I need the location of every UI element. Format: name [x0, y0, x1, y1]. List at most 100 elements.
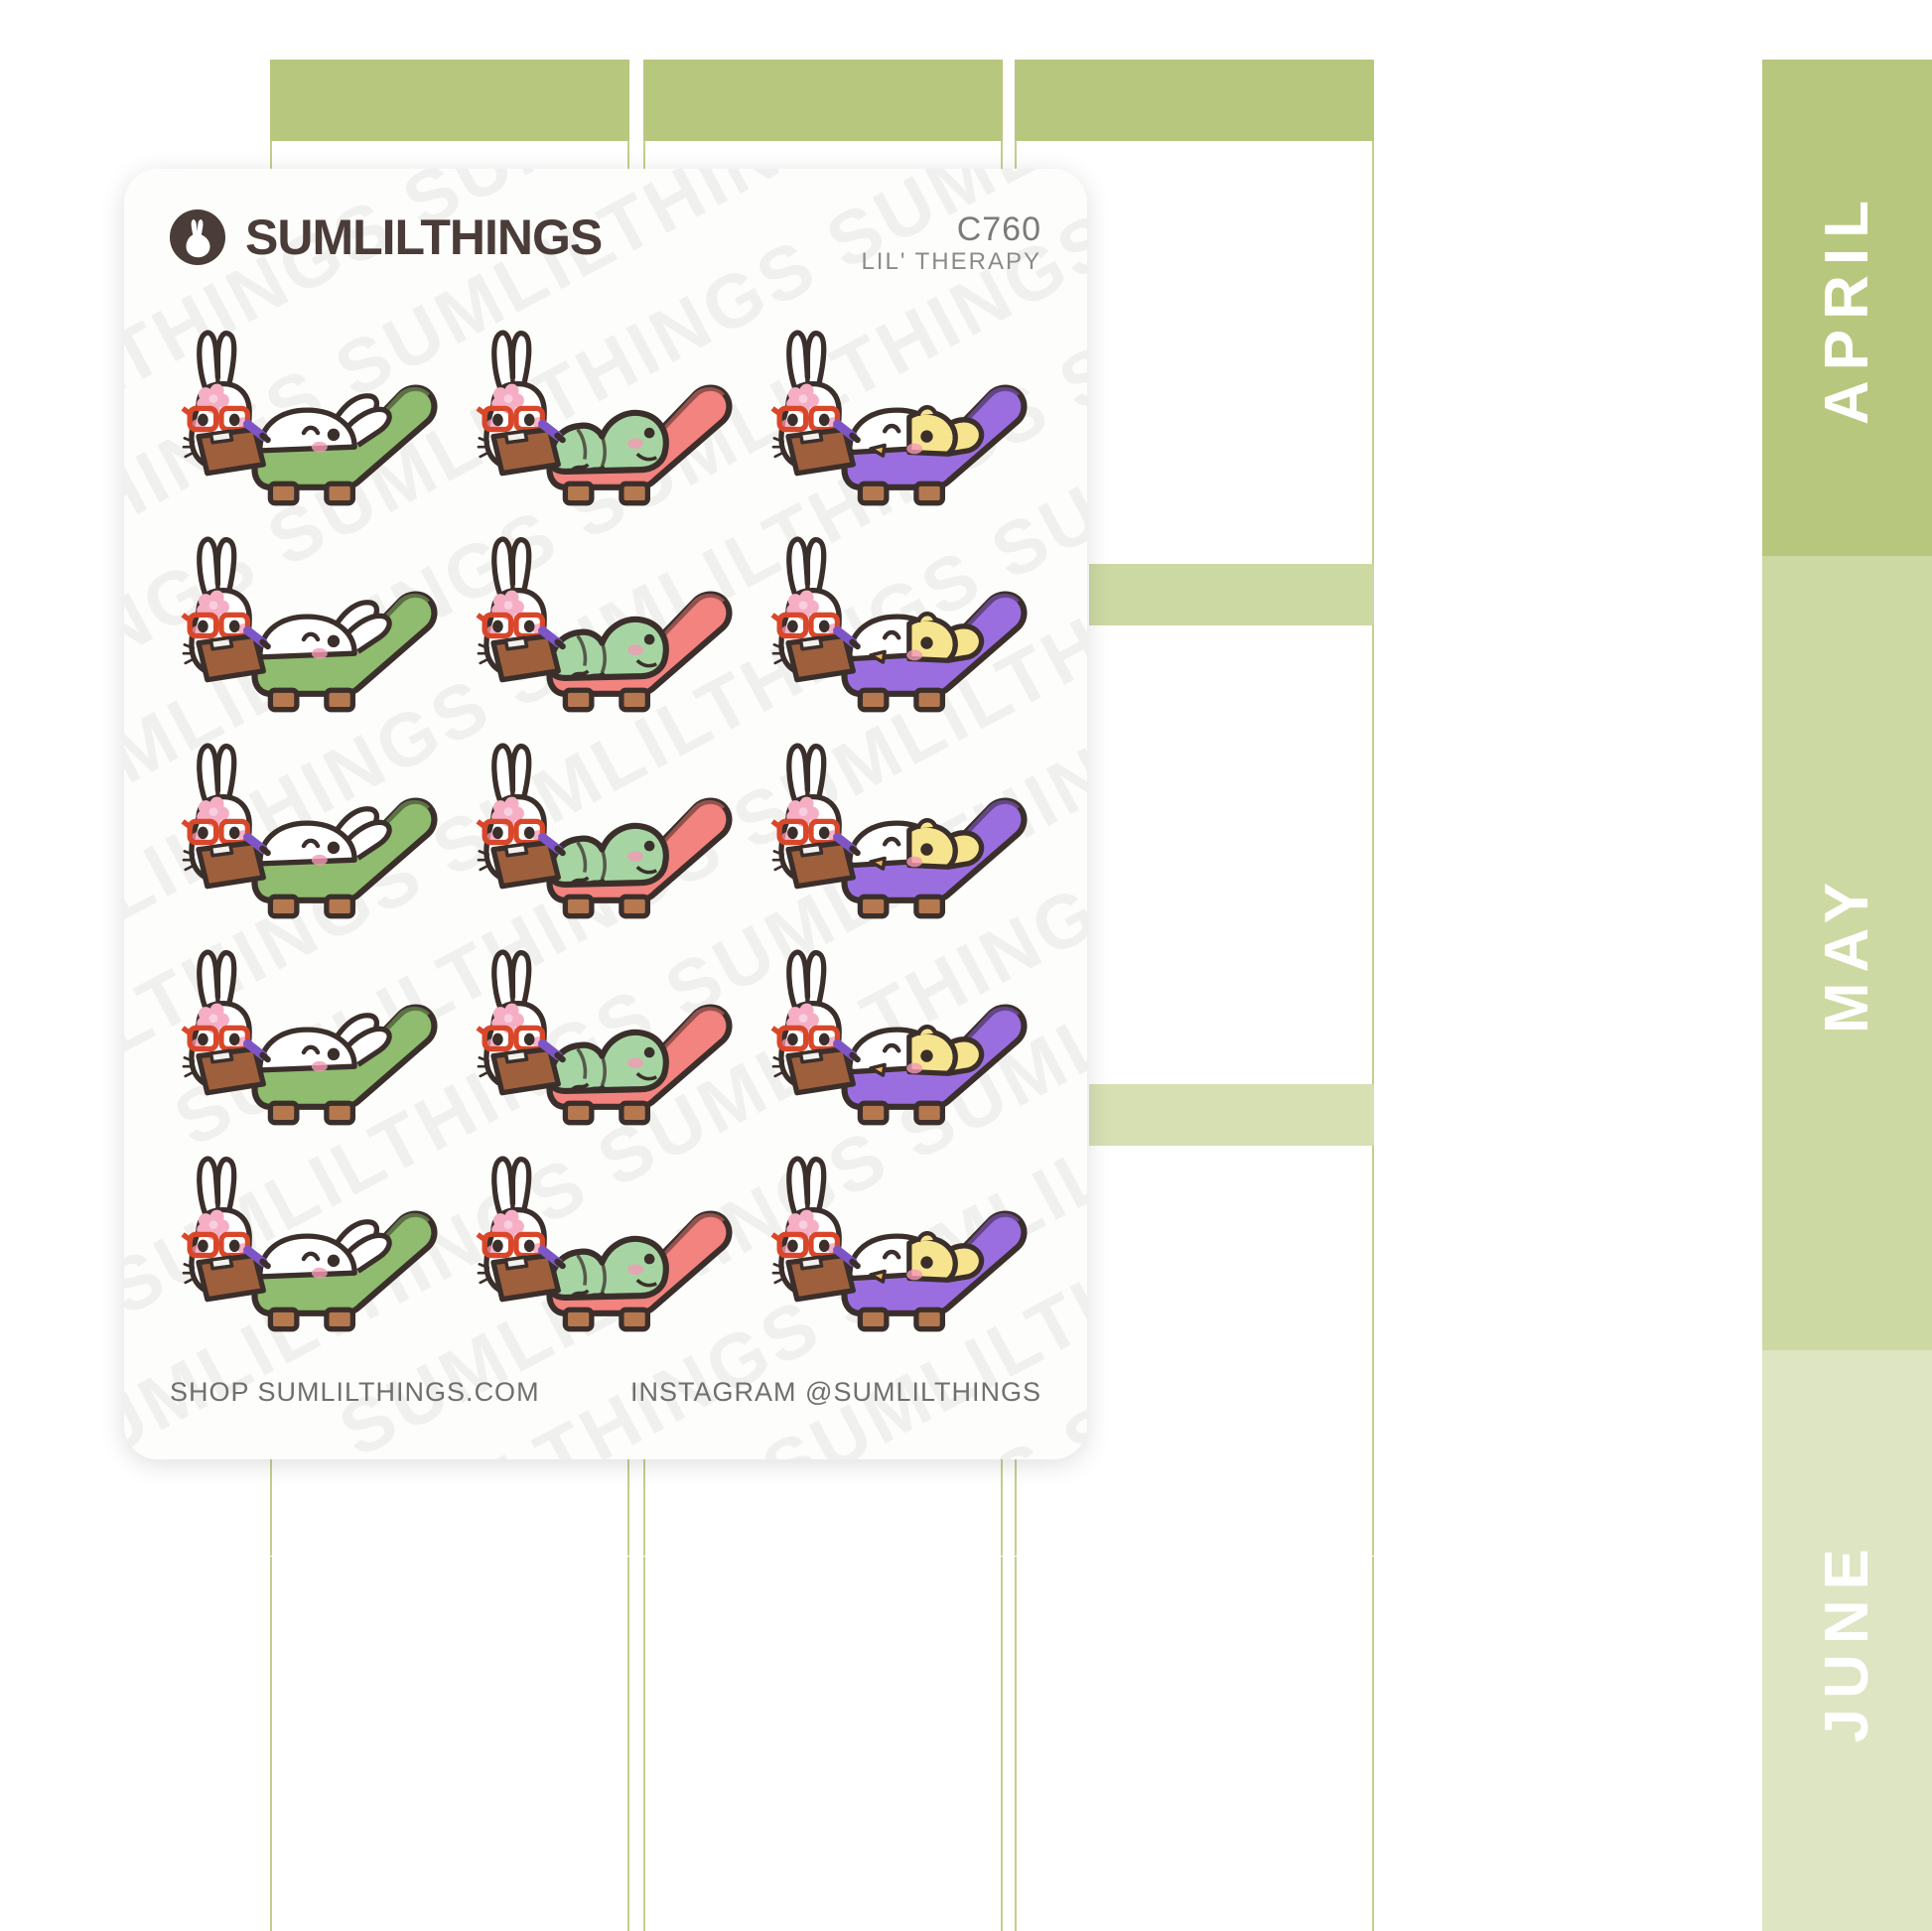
pen-icon — [832, 419, 861, 444]
therapist-bunny — [770, 1156, 861, 1303]
planner-column-body — [643, 1557, 1003, 1931]
footer-instagram-handle: INSTAGRAM @SUMLILTHINGS — [630, 1377, 1041, 1407]
therapist-bunny — [770, 536, 861, 683]
sheet-footer: SHOP SUMLILTHINGS.COM INSTAGRAM @SUMLILT… — [170, 1377, 1041, 1408]
pen-icon — [243, 1245, 272, 1270]
patient-bunny — [257, 1219, 393, 1280]
clipboard-icon — [490, 1252, 561, 1303]
therapist-bunny — [181, 743, 272, 890]
therapist-bunny — [770, 743, 861, 890]
therapist-bunny — [181, 1156, 272, 1303]
pen-icon — [832, 832, 861, 857]
planner-side-band — [1089, 564, 1374, 625]
patient-dinosaur — [548, 822, 669, 889]
brand-lockup: SUMLILTHINGS — [170, 208, 1041, 266]
footer-shop-url: SHOP SUMLILTHINGS.COM — [170, 1377, 540, 1407]
patient-bunny — [257, 600, 393, 660]
sticker-chick-purple-couch[interactable] — [756, 727, 1045, 921]
clipboard-icon — [784, 426, 856, 477]
patient-chick — [846, 1231, 984, 1284]
clipboard-icon — [490, 1045, 561, 1096]
therapist-bunny — [770, 949, 861, 1096]
month-tab-may-label: MAY — [1813, 872, 1881, 1034]
bunny-glyph-icon — [186, 219, 210, 258]
clipboard-icon — [196, 839, 267, 890]
month-tab-may[interactable]: MAY — [1762, 556, 1932, 1350]
sticker-bunny-green-couch[interactable] — [166, 314, 456, 508]
planner-side-band — [1089, 1084, 1374, 1146]
sticker-chick-purple-couch[interactable] — [756, 314, 1045, 508]
patient-dinosaur — [548, 1235, 669, 1302]
pen-icon — [538, 832, 566, 857]
glasses-icon — [770, 612, 840, 639]
sheet-header: SUMLILTHINGS C760 LIL' THERAPY — [170, 208, 1041, 290]
patient-chick — [846, 1025, 984, 1077]
sku-name: LIL' THERAPY — [861, 248, 1041, 276]
therapist-bunny — [476, 949, 566, 1096]
therapist-bunny — [476, 536, 566, 683]
month-tab-april[interactable]: APRIL — [1762, 60, 1932, 556]
sticker-dino-pink-couch[interactable] — [461, 520, 751, 715]
clipboard-icon — [784, 632, 856, 683]
sticker-bunny-green-couch[interactable] — [166, 520, 456, 715]
patient-bunny — [257, 393, 393, 454]
planner-column-body — [1015, 1557, 1374, 1931]
planner-column-body — [270, 1557, 629, 1931]
sku-code: C760 — [956, 210, 1041, 248]
pen-icon — [538, 419, 566, 444]
therapist-bunny — [181, 949, 272, 1096]
patient-chick — [846, 405, 984, 458]
month-tab-june-label: JUNE — [1813, 1538, 1881, 1743]
patient-dinosaur — [548, 409, 669, 476]
sticker-dino-pink-couch[interactable] — [461, 933, 751, 1128]
planner-column-header — [643, 60, 1003, 141]
sticker-chick-purple-couch[interactable] — [756, 933, 1045, 1128]
clipboard-icon — [490, 426, 561, 477]
planner-column-header — [1015, 60, 1374, 141]
therapist-bunny — [181, 536, 272, 683]
clipboard-icon — [490, 839, 561, 890]
glasses-icon — [476, 1025, 546, 1052]
bunny-logo-icon — [170, 209, 225, 265]
pen-icon — [243, 832, 272, 857]
sticker-bunny-green-couch[interactable] — [166, 1140, 456, 1334]
pen-icon — [243, 1038, 272, 1063]
clipboard-icon — [196, 1252, 267, 1303]
month-tab-april-label: APRIL — [1813, 191, 1881, 425]
sticker-chick-purple-couch[interactable] — [756, 1140, 1045, 1334]
sticker-grid — [164, 308, 1047, 1340]
glasses-icon — [181, 1231, 251, 1259]
patient-dinosaur — [548, 616, 669, 682]
patient-bunny — [257, 1013, 393, 1073]
brand-name: SUMLILTHINGS — [245, 209, 603, 265]
pen-icon — [243, 419, 272, 444]
clipboard-icon — [196, 1045, 267, 1096]
therapist-bunny — [476, 743, 566, 890]
sticker-dino-pink-couch[interactable] — [461, 727, 751, 921]
sku-block: C760 LIL' THERAPY — [861, 210, 1041, 276]
sticker-chick-purple-couch[interactable] — [756, 520, 1045, 715]
pen-icon — [832, 1038, 861, 1063]
sticker-sheet[interactable]: SUMLILTHINGS SUMLILTHINGS SUMLILTHINGS S… — [124, 169, 1087, 1459]
therapist-bunny — [770, 330, 861, 477]
month-tab-june[interactable]: JUNE — [1762, 1350, 1932, 1931]
sticker-dino-pink-couch[interactable] — [461, 314, 751, 508]
pen-icon — [832, 1245, 861, 1270]
clipboard-icon — [784, 839, 856, 890]
glasses-icon — [770, 1231, 840, 1259]
therapist-bunny — [181, 330, 272, 477]
patient-dinosaur — [548, 1029, 669, 1095]
sticker-dino-pink-couch[interactable] — [461, 1140, 751, 1334]
clipboard-icon — [196, 632, 267, 683]
therapist-bunny — [476, 1156, 566, 1303]
therapy-couch — [841, 1004, 1028, 1126]
pen-icon — [538, 1038, 566, 1063]
sticker-bunny-green-couch[interactable] — [166, 933, 456, 1128]
clipboard-icon — [784, 1045, 856, 1096]
pen-icon — [243, 625, 272, 650]
patient-chick — [846, 818, 984, 871]
patient-chick — [846, 612, 984, 664]
pen-icon — [832, 625, 861, 650]
sticker-bunny-green-couch[interactable] — [166, 727, 456, 921]
